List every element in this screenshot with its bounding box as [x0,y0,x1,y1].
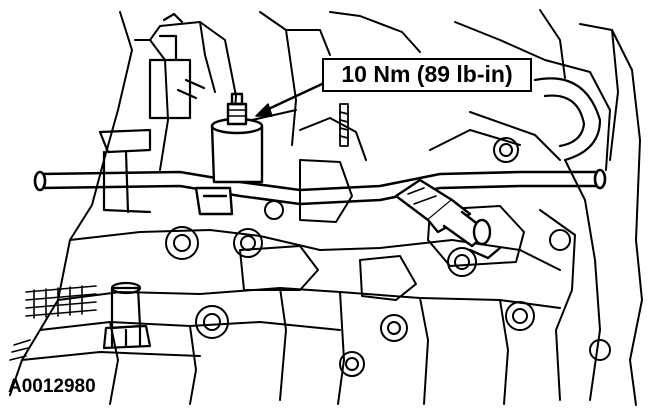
solenoid [210,92,264,184]
torque-callout: 10 Nm (89 lb-in) [322,58,532,92]
retaining-bolt [102,281,152,350]
tube-clip [194,186,234,216]
leader-arrow [255,82,324,117]
figure-id: A0012980 [8,376,96,397]
left-shaft [98,12,206,214]
electrical-connector [394,178,502,260]
detent-spring [339,103,349,147]
pump-housing [533,77,602,162]
wire-harness-chain [9,285,97,361]
fluid-tube [33,168,607,206]
bolt-bosses [165,137,611,377]
